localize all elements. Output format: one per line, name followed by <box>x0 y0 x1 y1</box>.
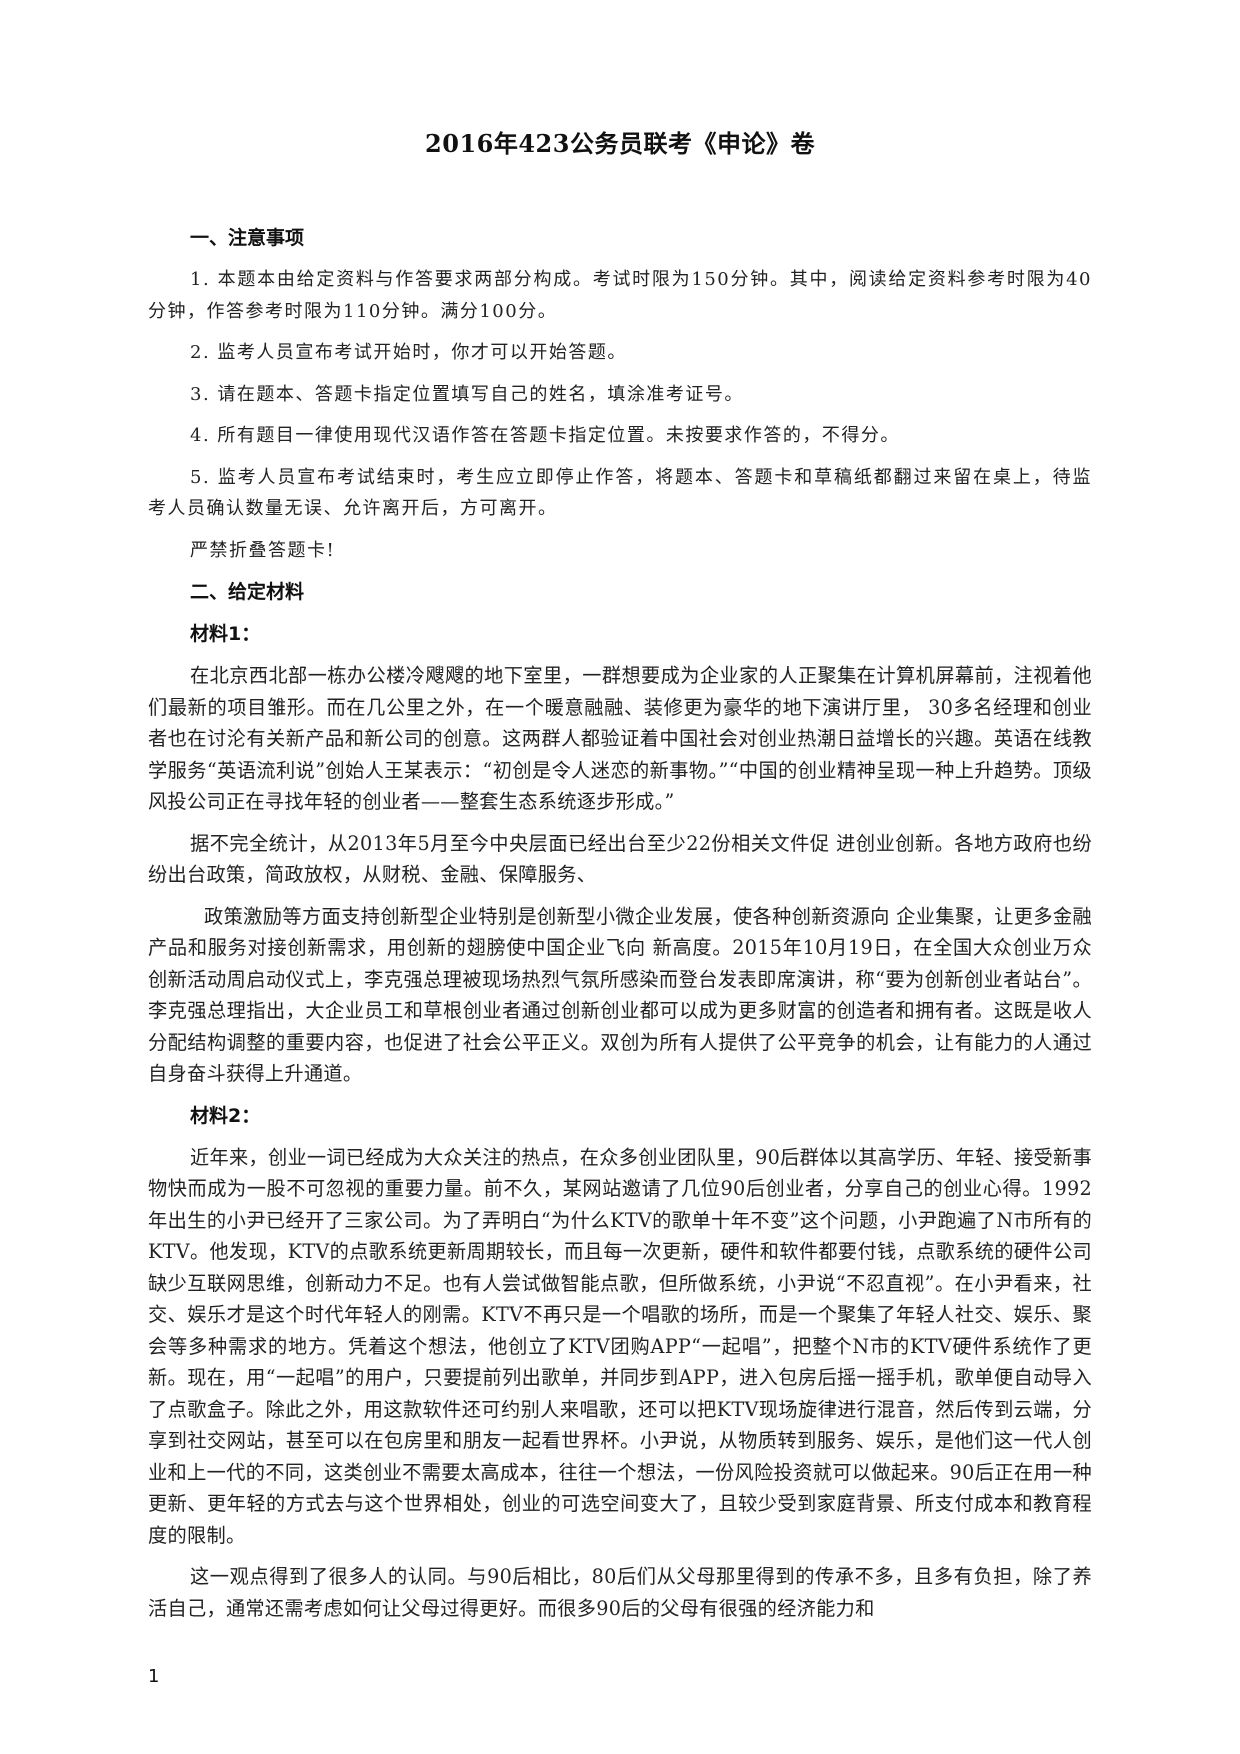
section-heading-materials: 二、给定材料 <box>190 581 305 603</box>
notice-item-3: 3. 请在题本、答题卡指定位置填写自己的姓名，填涂准考证号。 <box>190 383 744 405</box>
material-2-paragraph-1: 近年来，创业一词已经成为大众关注的热点，在众多创业团队里，90后群体以其高学历、… <box>148 1145 1092 1547</box>
section-heading-notice: 一、注意事项 <box>190 227 305 249</box>
material-1-paragraph-3: 政策激励等方面支持创新型企业特别是创新型小微企业发展，使各种创新资源向 企业集聚… <box>148 904 1092 1086</box>
material-1-paragraph-1: 在北京西北部一栋办公楼冷飕飕的地下室里，一群想要成为企业家的人正聚集在计算机屏幕… <box>148 664 1092 813</box>
notice-item-4: 4. 所有题目一律使用现代汉语作答在答题卡指定位置。未按要求作答的，不得分。 <box>190 425 900 446</box>
material-2-heading: 材料2： <box>190 1104 261 1127</box>
notice-item-1: 1. 本题本由给定资料与作答要求两部分构成。考试时限为150分钟。其中，阅读给定… <box>148 269 1092 322</box>
document-body: 一、注意事项 1. 本题本由给定资料与作答要求两部分构成。考试时限为150分钟。… <box>148 222 1092 1634</box>
document-title: 2016年423公务员联考《申论》卷 <box>425 129 815 158</box>
material-1-heading: 材料1： <box>190 623 261 645</box>
notice-item-2: 2. 监考人员宣布考试开始时，你才可以开始答题。 <box>190 342 627 363</box>
page-number: 1 <box>148 1666 160 1687</box>
notice-warning: 严禁折叠答题卡! <box>190 539 336 561</box>
notice-item-5: 5. 监考人员宣布考试结束时，考生应立即停止作答，将题本、答题卡和草稿纸都翻过来… <box>148 466 1092 520</box>
material-2-paragraph-2: 这一观点得到了很多人的认同。与90后相比，80后们从父母那里得到的传承不多，且多… <box>148 1565 1092 1620</box>
material-1-paragraph-2: 据不完全统计，从2013年5月至今中央层面已经出台至少22份相关文件促 进创业创… <box>148 831 1092 887</box>
